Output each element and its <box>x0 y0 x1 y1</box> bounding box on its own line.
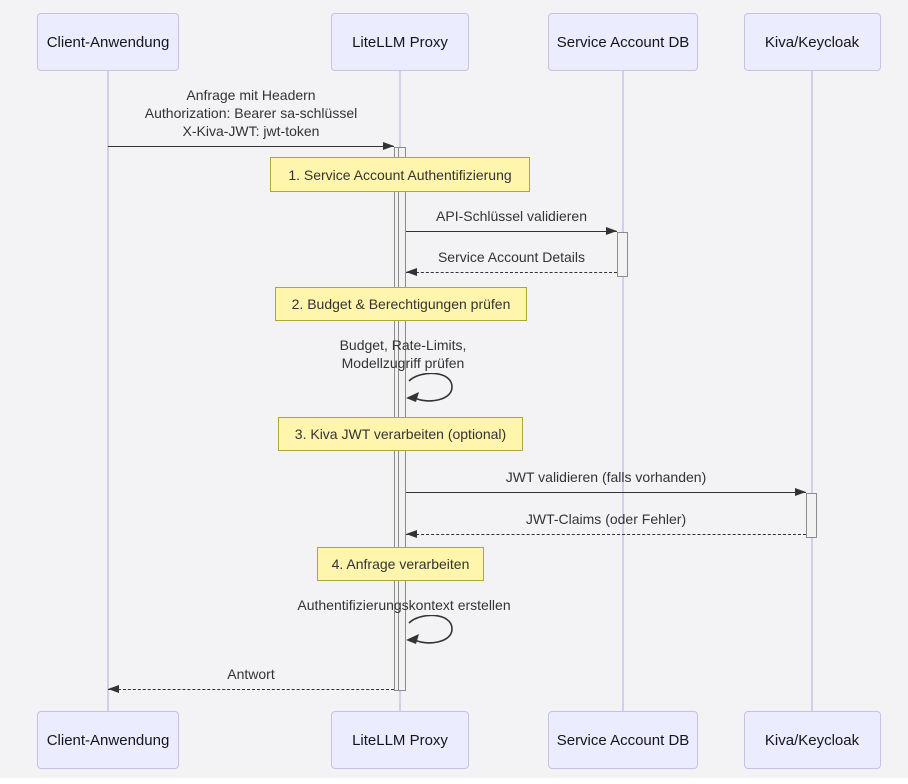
message-text: Budget, Rate-Limits, <box>339 337 467 353</box>
actor-label: Client-Anwendung <box>46 731 170 749</box>
message-line-proxy-to-client <box>108 689 394 690</box>
actor-box-bottom-sadb: Service Account DB <box>548 711 698 769</box>
footer-strip <box>0 778 908 784</box>
actor-box-top-client: Client-Anwendung <box>37 13 179 71</box>
self-loop-label: Authentifizierungskontext erstellen <box>297 596 510 614</box>
message-label: JWT-Claims (oder Fehler) <box>526 510 686 528</box>
arrowhead-client <box>108 685 119 693</box>
message-text: Authentifizierungskontext erstellen <box>297 597 511 613</box>
self-loop-arrow <box>406 614 456 647</box>
actor-box-bottom-client: Client-Anwendung <box>37 711 179 769</box>
self-loop-arrow <box>406 372 456 405</box>
actor-label: Kiva/Keycloak <box>764 33 860 51</box>
message-line-kiva-to-proxy <box>406 534 806 535</box>
activation-bar-kiva <box>806 493 817 538</box>
actor-box-top-kiva: Kiva/Keycloak <box>743 13 881 71</box>
self-loop-label: Budget, Rate-Limits, Modellzugriff prüfen <box>340 336 467 372</box>
message-text: Antwort <box>227 666 275 682</box>
actor-label: Service Account DB <box>556 33 690 51</box>
message-text: Modellzugriff prüfen <box>341 355 465 371</box>
message-text: Authorization: Bearer sa-schlüssel <box>144 105 358 121</box>
message-line-client-to-proxy <box>108 146 394 147</box>
activation-bar-sadb <box>617 232 628 277</box>
message-line-sadb-to-proxy <box>406 272 617 273</box>
note-1: 1. Service Account Authentifizierung <box>270 157 530 192</box>
arrowhead-kiva <box>795 488 806 496</box>
actor-label: Client-Anwendung <box>46 33 170 51</box>
arrowhead-proxy <box>406 268 417 276</box>
note-label: 2. Budget & Berechtigungen prüfen <box>291 296 511 312</box>
note-4: 4. Anfrage verarbeiten <box>317 547 484 581</box>
actor-box-bottom-proxy: LiteLLM Proxy <box>331 711 469 769</box>
note-label: 3. Kiva JWT verarbeiten (optional) <box>294 426 507 442</box>
message-line-proxy-to-kiva <box>406 492 806 493</box>
actor-label: Kiva/Keycloak <box>764 731 860 749</box>
lifeline-client <box>107 71 109 711</box>
message-label: Antwort <box>227 665 274 683</box>
message-label: Service Account Details <box>438 248 585 266</box>
message-text: X-Kiva-JWT: jwt-token <box>182 123 320 139</box>
message-label: API-Schlüssel validieren <box>436 207 587 225</box>
actor-box-top-proxy: LiteLLM Proxy <box>331 13 469 71</box>
note-2: 2. Budget & Berechtigungen prüfen <box>275 287 527 321</box>
arrowhead-proxy <box>383 142 394 150</box>
actor-box-bottom-kiva: Kiva/Keycloak <box>743 711 881 769</box>
message-text: JWT validieren (falls vorhanden) <box>505 469 707 485</box>
message-text: JWT-Claims (oder Fehler) <box>525 511 687 527</box>
arrowhead-proxy <box>406 530 417 538</box>
actor-label: LiteLLM Proxy <box>352 33 448 51</box>
actor-label: Service Account DB <box>556 731 690 749</box>
message-label: JWT validieren (falls vorhanden) <box>506 468 707 486</box>
arrowhead-sadb <box>606 227 617 235</box>
actor-box-top-sadb: Service Account DB <box>548 13 698 71</box>
actor-label: LiteLLM Proxy <box>352 731 448 749</box>
note-label: 1. Service Account Authentifizierung <box>288 166 512 183</box>
lifeline-kiva <box>811 71 813 711</box>
lifeline-sadb <box>622 71 624 711</box>
note-label: 4. Anfrage verarbeiten <box>331 556 470 572</box>
note-3: 3. Kiva JWT verarbeiten (optional) <box>278 417 523 451</box>
message-text: API-Schlüssel validieren <box>436 208 587 224</box>
message-text: Anfrage mit Headern <box>186 87 316 103</box>
message-text: Service Account Details <box>437 249 586 265</box>
message-line-proxy-to-sadb <box>406 231 617 232</box>
